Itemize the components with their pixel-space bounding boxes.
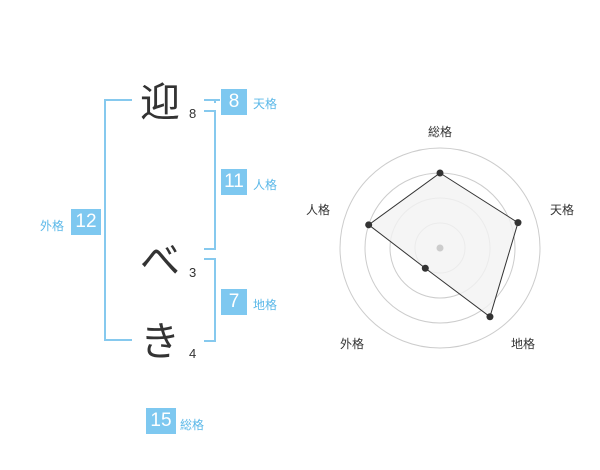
name-char-1-strokes: 8 xyxy=(189,106,197,121)
radar-center-dot xyxy=(436,244,444,252)
jinkaku-value: 11 xyxy=(221,169,247,195)
chikaku-bracket xyxy=(204,258,216,342)
chikaku-value: 7 xyxy=(221,289,247,315)
jinkaku-label: 人格 xyxy=(253,178,278,192)
radar-axis-label-jinkaku: 人格 xyxy=(306,203,331,217)
gaikaku-label: 外格 xyxy=(40,219,65,233)
radar-point-3 xyxy=(421,264,429,272)
radar-point-4 xyxy=(365,221,373,229)
soukaku-label: 総格 xyxy=(180,418,205,432)
gaikaku-value: 12 xyxy=(71,209,101,235)
gaikaku-bracket xyxy=(104,99,132,341)
radar-point-2 xyxy=(486,313,494,321)
name-char-3-strokes: 4 xyxy=(189,346,197,361)
name-char-1: 迎 xyxy=(140,80,180,126)
tenkaku-value: 8 xyxy=(221,89,247,115)
radar-point-0 xyxy=(436,169,444,177)
tenkaku-connector xyxy=(204,99,220,101)
radar-axis-label-chikaku: 地格 xyxy=(511,337,536,351)
soukaku-value: 15 xyxy=(146,408,176,434)
tenkaku-label: 天格 xyxy=(253,97,278,111)
radar-ring-4 xyxy=(339,147,541,349)
radar-point-1 xyxy=(514,219,522,227)
name-char-2-strokes: 3 xyxy=(189,265,197,280)
radar-area xyxy=(367,172,519,318)
tenkaku-bracket xyxy=(204,99,216,103)
name-char-2: べ xyxy=(140,238,180,284)
radar-axis-label-tenkaku: 天格 xyxy=(550,203,575,217)
jinkaku-bracket xyxy=(204,110,216,250)
radar-axis-label-soukaku: 総格 xyxy=(428,125,453,139)
radar-axis-label-gaikaku: 外格 xyxy=(340,337,365,351)
name-char-3: き xyxy=(140,319,180,365)
chikaku-label: 地格 xyxy=(253,298,278,312)
